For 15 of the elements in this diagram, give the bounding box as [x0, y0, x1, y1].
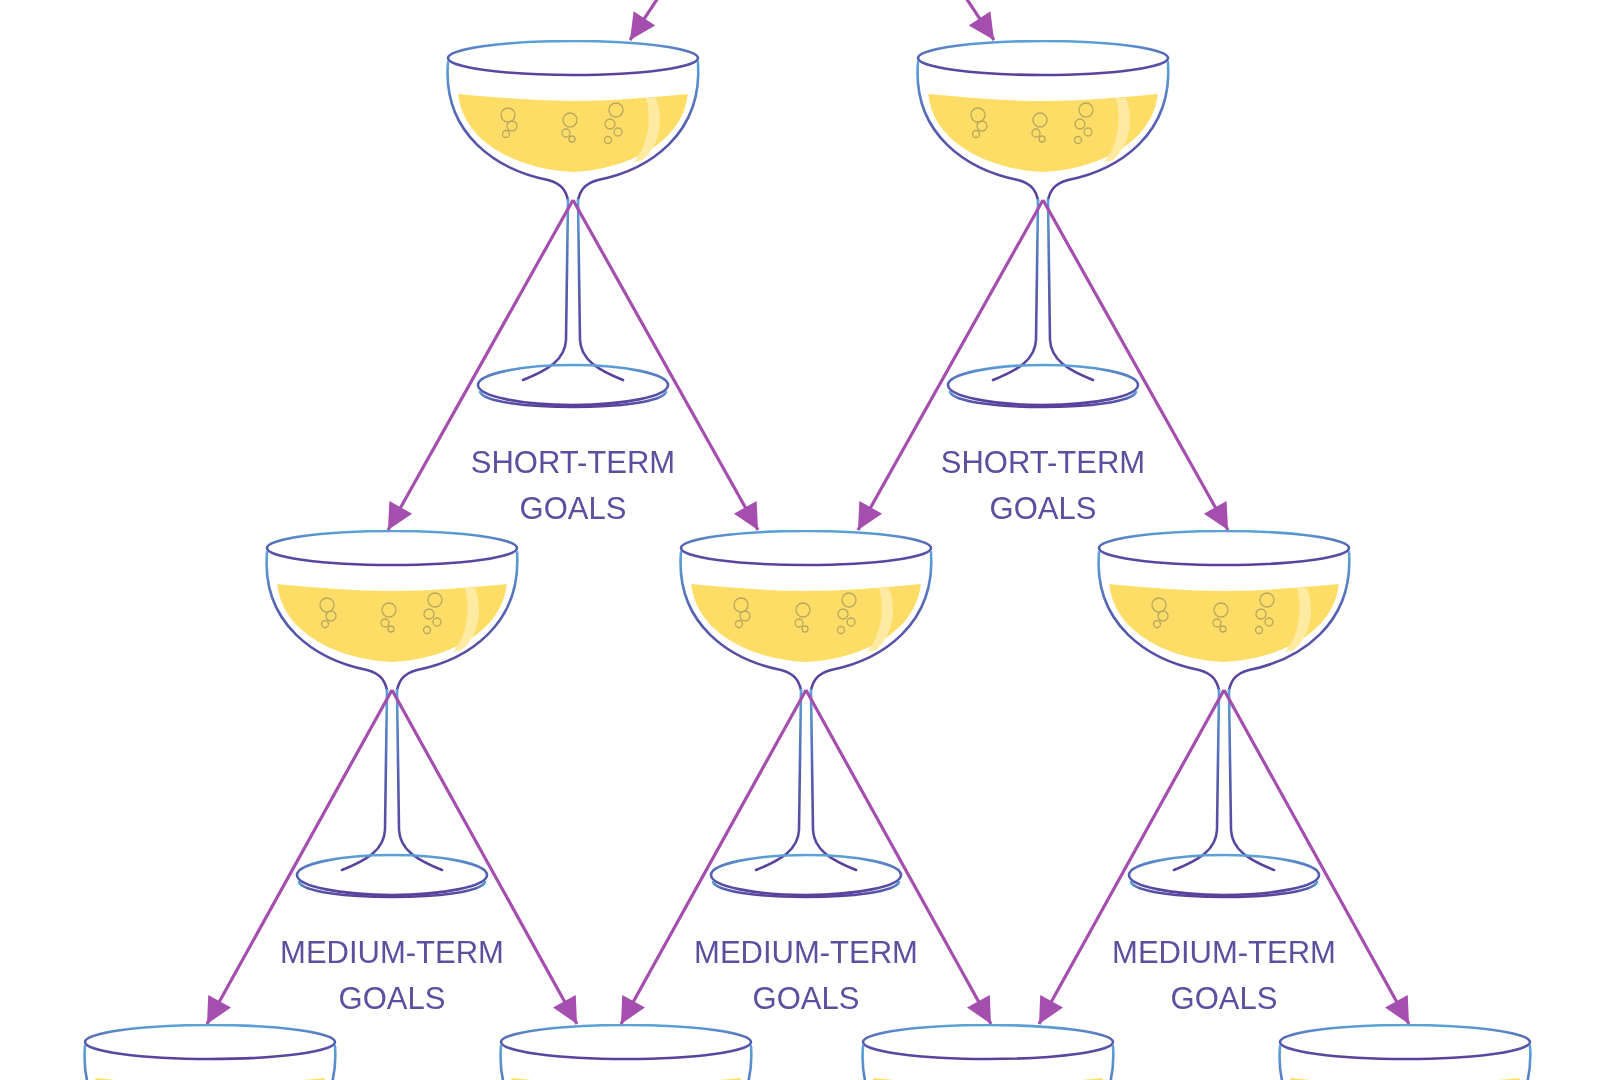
glass-label: SHORT-TERM GOALS [469, 444, 677, 528]
glass-label: MEDIUM-TERM GOALS [693, 934, 919, 1018]
arrow [856, 199, 1045, 531]
arrow [1222, 689, 1411, 1025]
arrow [619, 689, 808, 1025]
arrow [571, 199, 760, 531]
arrow [386, 199, 575, 531]
glass-label: MEDIUM-TERM GOALS [1111, 934, 1337, 1018]
arrow [804, 689, 993, 1025]
glass-label: MEDIUM-TERM GOALS [279, 934, 505, 1018]
arrow [1041, 199, 1230, 531]
glass-label: SHORT-TERM GOALS [939, 444, 1147, 528]
arrow [390, 689, 579, 1025]
arrow [1037, 689, 1226, 1025]
arrow [205, 689, 394, 1025]
